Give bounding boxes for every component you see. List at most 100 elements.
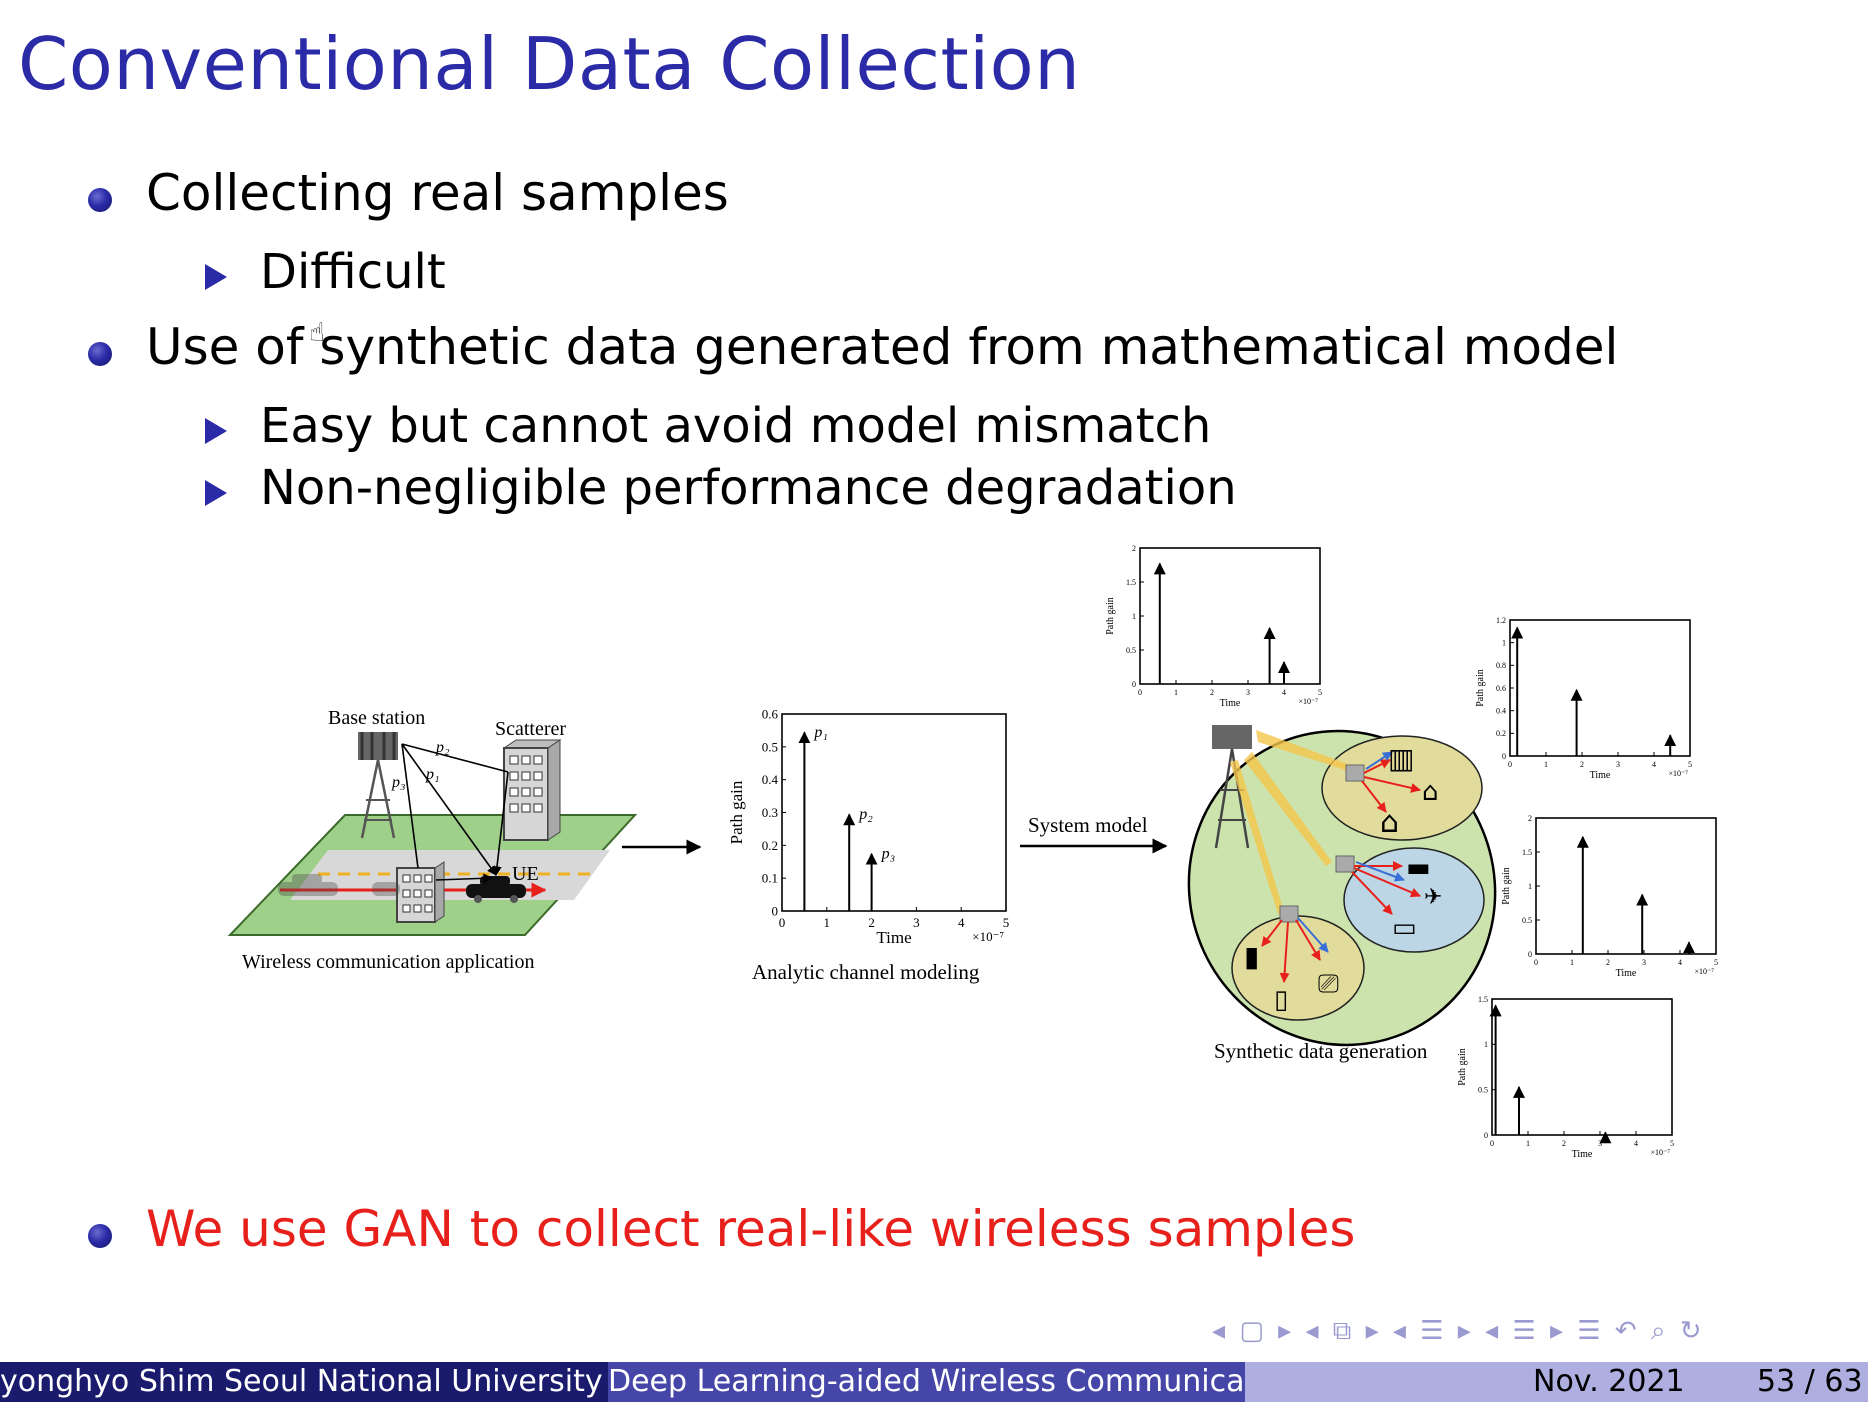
triangle-bullet-icon <box>205 264 227 290</box>
y-tick-label: 0 <box>1132 680 1136 689</box>
y-tick-label: 0.5 <box>1478 1085 1488 1094</box>
triangle-bullet-icon <box>205 480 227 506</box>
x-tick-label: 4 <box>1634 1139 1638 1148</box>
x-tick-label: 5 <box>1688 760 1692 769</box>
chart-frame <box>1535 817 1717 955</box>
x-multiplier: ×10⁻⁷ <box>1298 697 1318 706</box>
drone-icon: ✈ <box>1424 885 1442 910</box>
triangle-bullet-icon <box>205 418 227 444</box>
sub-bullet-text: Easy but cannot avoid model mismatch <box>260 398 1212 454</box>
x-axis-label: Time <box>1616 968 1637 979</box>
bus-icon: ▭ <box>1392 913 1417 943</box>
base-station-tower-icon <box>358 732 398 839</box>
x-axis-label: Time <box>1572 1149 1593 1160</box>
x-tick-label: 1 <box>824 915 831 930</box>
y-tick-label: 0.5 <box>1126 646 1136 655</box>
y-tick-label: 1 <box>1132 612 1136 621</box>
path-label-p2: p₂ <box>435 739 450 756</box>
x-tick-label: 3 <box>913 915 920 930</box>
y-tick-label: 0.6 <box>762 707 779 722</box>
bullet-dot-icon <box>88 1224 112 1248</box>
x-multiplier: ×10⁻⁷ <box>1668 769 1688 778</box>
bullet-text: Use of synthetic data generated from mat… <box>146 318 1619 376</box>
x-tick-label: 3 <box>1246 688 1250 697</box>
figure: Base station Scatterer UE p₂ p₁ p₃ Wirel… <box>227 544 1718 1160</box>
y-tick-label: 1.2 <box>1496 616 1506 625</box>
x-tick-label: 4 <box>1652 760 1656 769</box>
x-tick-label: 5 <box>1003 915 1010 930</box>
car-icon: ▬ <box>1406 853 1431 883</box>
x-axis-label: Time <box>1590 770 1611 781</box>
cell-cluster-vehicles <box>1343 847 1485 953</box>
laptop-icon: ⎚ <box>1318 969 1339 999</box>
ue-label: UE <box>512 863 539 885</box>
y-tick-label: 0.5 <box>1522 916 1532 925</box>
y-tick-label: 0 <box>1528 950 1532 959</box>
synthetic-generation-diagram: ▥ ⌂ ⌂ ▬ ✈ ▭ ▮ ▯ ⎚ Synthetic data generat… <box>1187 725 1497 1063</box>
x-tick-label: 0 <box>1138 688 1142 697</box>
footer-meta: Nov. 2021 53 / 63 <box>1245 1362 1868 1402</box>
small-building-icon <box>396 861 445 923</box>
y-tick-label: 1 <box>1502 638 1506 647</box>
footer-author: yonghyo Shim Seoul National University S <box>0 1362 608 1402</box>
hand-cursor-icon: ☝ <box>309 318 325 348</box>
x-tick-label: 1 <box>1570 958 1574 967</box>
smartphone-icon: ▯ <box>1274 985 1288 1015</box>
left-caption: Wireless communication application <box>242 951 534 973</box>
x-tick-label: 3 <box>1598 1139 1602 1148</box>
right-caption: Synthetic data generation <box>1214 1039 1428 1063</box>
footer: yonghyo Shim Seoul National University S… <box>0 1362 1868 1402</box>
y-tick-label: 2 <box>1528 814 1532 823</box>
x-tick-label: 0 <box>1534 958 1538 967</box>
sub-bullet-text: Non-negligible performance degradation <box>260 460 1237 516</box>
path-label-p3: p₃ <box>391 774 406 791</box>
x-tick-label: 1 <box>1544 760 1548 769</box>
x-multiplier: ×10⁻⁷ <box>1650 1148 1670 1157</box>
y-tick-label: 0 <box>772 904 779 919</box>
y-tick-label: 1 <box>1528 882 1532 891</box>
y-axis-label: Path gain <box>727 780 746 844</box>
y-tick-label: 0.8 <box>1496 661 1506 670</box>
y-tick-label: 0 <box>1484 1131 1488 1140</box>
x-tick-label: 4 <box>1282 688 1286 697</box>
system-model-label: System model <box>1028 813 1148 837</box>
y-tick-label: 1.5 <box>1126 578 1136 587</box>
footer-page: 53 / 63 <box>1757 1364 1863 1399</box>
x-tick-label: 0 <box>1508 760 1512 769</box>
path-label-p1: p₁ <box>425 766 440 783</box>
y-tick-label: 0.1 <box>762 871 778 886</box>
x-tick-label: 0 <box>779 915 786 930</box>
y-tick-label: 1.5 <box>1478 995 1488 1004</box>
chart-frame <box>1139 547 1321 685</box>
x-tick-label: 3 <box>1642 958 1646 967</box>
y-tick-label: 2 <box>1132 544 1136 553</box>
y-tick-label: 0.5 <box>762 739 778 754</box>
x-tick-label: 2 <box>1210 688 1214 697</box>
x-tick-label: 1 <box>1174 688 1178 697</box>
y-axis-label: Path gain <box>1105 597 1116 635</box>
relay-node-icon <box>1345 764 1365 782</box>
beamer-navigation[interactable]: ◂ ▢ ▸ ◂ ⧉ ▸ ◂ ☰ ▸ ◂ ☰ ▸ ☰ ↶ ⌕ ↻ <box>1212 1316 1705 1346</box>
y-tick-label: 1.5 <box>1522 848 1532 857</box>
x-multiplier: ×10⁻⁷ <box>972 929 1004 944</box>
x-multiplier: ×10⁻⁷ <box>1694 967 1714 976</box>
x-tick-label: 3 <box>1616 760 1620 769</box>
stem-label: p₁ <box>813 724 828 741</box>
middle-caption: Analytic channel modeling <box>752 960 980 984</box>
x-tick-label: 2 <box>868 915 875 930</box>
x-tick-label: 5 <box>1670 1139 1674 1148</box>
x-tick-label: 1 <box>1526 1139 1530 1148</box>
bullet-dot-icon <box>88 342 112 366</box>
x-tick-label: 2 <box>1562 1139 1566 1148</box>
wireless-scene: Base station Scatterer UE p₂ p₁ p₃ Wirel… <box>227 707 638 973</box>
scatterer-building-icon <box>502 739 562 841</box>
y-tick-label: 1 <box>1484 1040 1488 1049</box>
x-tick-label: 5 <box>1714 958 1718 967</box>
scatterer-label: Scatterer <box>495 718 566 740</box>
chart-frame <box>1491 998 1673 1136</box>
x-tick-label: 4 <box>1678 958 1682 967</box>
